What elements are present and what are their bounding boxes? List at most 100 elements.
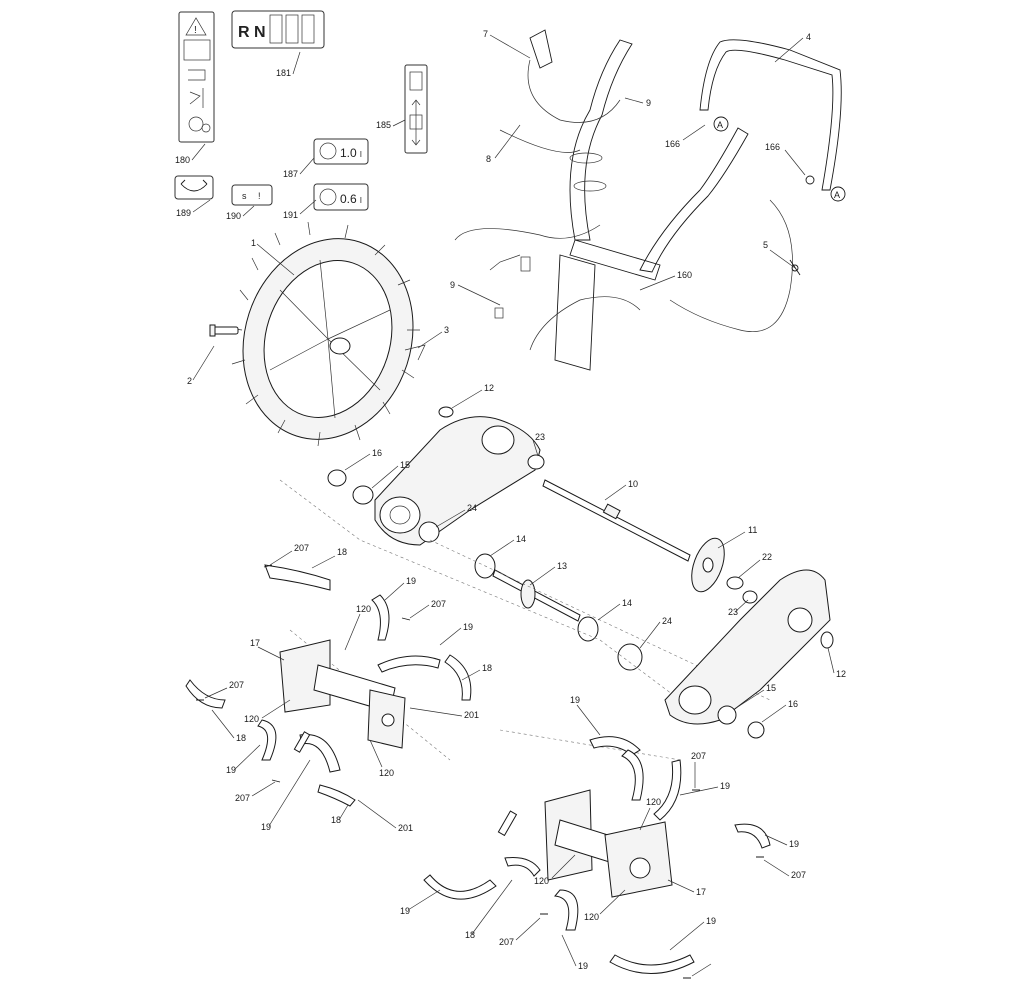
hairpin-3: [404, 344, 426, 361]
decal-181-gear-shift: R N: [231, 10, 325, 49]
seal-16-right: [747, 721, 765, 739]
blade-18-far-left: [185, 679, 226, 709]
blade-19-low: [299, 733, 341, 773]
decal-185-direction: [404, 64, 428, 154]
callout-24: 24: [467, 503, 477, 513]
blade-18-top-left: [264, 564, 331, 591]
callout-201: 201: [464, 710, 479, 720]
svg-text:!: !: [194, 25, 197, 36]
callout-5: 5: [763, 240, 768, 250]
callout-160: 160: [677, 270, 692, 280]
seal-12-top: [438, 406, 454, 418]
svg-text:s: s: [242, 191, 247, 201]
callout-190: 190: [226, 211, 241, 221]
callout-19: 19: [578, 961, 588, 971]
callout-185: 185: [376, 120, 391, 130]
decal-180-warning-strip: !: [178, 11, 215, 143]
gearbox-right-half: [664, 569, 831, 725]
svg-text:A: A: [717, 120, 723, 130]
callout-120: 120: [534, 876, 549, 886]
callout-19: 19: [789, 839, 799, 849]
bushing-14-bottom: [577, 616, 599, 642]
callout-1: 1: [251, 238, 256, 248]
marker-a-1: A: [713, 116, 729, 132]
callout-11: 11: [748, 525, 757, 535]
pin-2-right: [497, 810, 518, 837]
callout-19: 19: [706, 916, 716, 926]
callout-181: 181: [276, 68, 291, 78]
callout-2: 2: [187, 376, 192, 386]
blade-19-mid: [377, 655, 441, 673]
callout-7: 7: [483, 29, 488, 39]
svg-text:1.0: 1.0: [340, 146, 357, 160]
blade-19-left: [257, 719, 277, 761]
callout-10: 10: [628, 479, 638, 489]
callout-24: 24: [662, 616, 672, 626]
blade-18-bottom: [504, 857, 541, 877]
callout-19: 19: [570, 695, 580, 705]
decal-190-small: s !: [231, 184, 273, 206]
bearing-15-left: [352, 485, 374, 505]
blade-18-right: [444, 654, 472, 701]
flange-17-left: [279, 639, 331, 713]
callout-120: 120: [584, 912, 599, 922]
callout-18: 18: [465, 930, 475, 940]
callout-120: 120: [356, 604, 371, 614]
callout-23: 23: [535, 432, 545, 442]
bearing-23-top: [527, 454, 545, 470]
callout-120: 120: [379, 768, 394, 778]
blade-18-low: [317, 784, 356, 807]
svg-text:l: l: [360, 196, 362, 205]
bearing-23-right: [742, 590, 758, 604]
callout-17: 17: [250, 638, 260, 648]
callout-19: 19: [261, 822, 271, 832]
tiller-right-assembly: [423, 736, 771, 974]
callout-12: 12: [484, 383, 494, 393]
gearbox-left-half: [374, 416, 541, 546]
callout-207: 207: [294, 543, 309, 553]
gear-11: [691, 537, 725, 593]
callout-18: 18: [331, 815, 341, 825]
blade-19-r1: [653, 759, 682, 821]
callout-120: 120: [646, 797, 661, 807]
callout-120: 120: [244, 714, 259, 724]
shaft-10: [542, 479, 691, 562]
callout-19: 19: [226, 765, 236, 775]
callout-16: 16: [788, 699, 798, 709]
callout-13: 13: [557, 561, 567, 571]
callout-15: 15: [766, 683, 776, 693]
callout-18: 18: [236, 733, 246, 743]
callout-16: 16: [372, 448, 382, 458]
drive-wheel: [227, 221, 420, 447]
bolts-207: [196, 564, 764, 979]
shaft-13: [492, 569, 581, 622]
blade-19-top: [371, 594, 390, 641]
pin-2-left: [293, 731, 311, 753]
callout-labels: 1 2 3 4 5 7 8 9 9 10 11 12 12 13 14 14 1…: [175, 29, 846, 977]
callout-187: 187: [283, 169, 298, 179]
blade-19-bottom: [554, 889, 579, 931]
callout-3: 3: [444, 325, 449, 335]
guide-line-1: [279, 479, 681, 701]
blade-19-r2: [734, 823, 771, 849]
callout-17: 17: [696, 887, 706, 897]
svg-text:!: !: [258, 191, 261, 201]
callout-14: 14: [516, 534, 526, 544]
callout-207: 207: [691, 751, 706, 761]
bearing-24-right: [617, 643, 643, 671]
callout-22: 22: [762, 552, 772, 562]
axle-pin-2: [209, 324, 239, 337]
svg-text:A: A: [834, 190, 840, 200]
svg-text:0.6: 0.6: [340, 192, 357, 206]
spacer-22: [726, 576, 744, 590]
callout-19: 19: [400, 906, 410, 916]
callout-23: 23: [728, 607, 738, 617]
marker-a-2: A: [830, 186, 846, 202]
callout-14: 14: [622, 598, 632, 608]
callout-19: 19: [720, 781, 730, 791]
callout-191: 191: [283, 210, 298, 220]
callout-180: 180: [175, 155, 190, 165]
tiller-left-assembly: [185, 564, 472, 807]
callout-9: 9: [646, 98, 651, 108]
